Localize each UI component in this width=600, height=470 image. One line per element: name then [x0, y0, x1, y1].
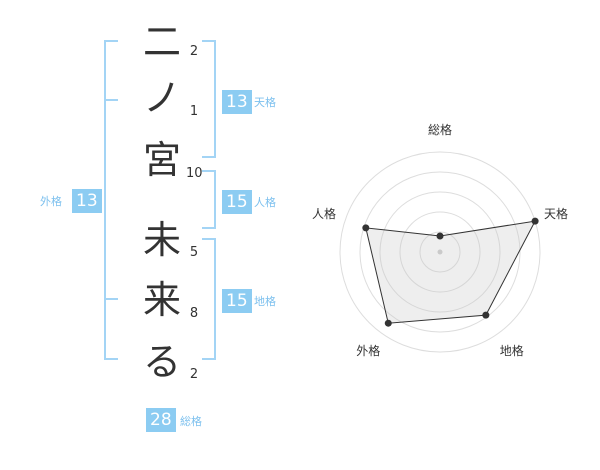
- radar-axis-label: 地格: [499, 343, 524, 358]
- jinkaku-value-badge: 15: [222, 190, 252, 214]
- radar-axis-label: 人格: [311, 207, 336, 222]
- radar-grid-ring: [379, 191, 501, 313]
- radar-axis-label: 天格: [544, 207, 569, 222]
- radar-axis-label: 総格: [427, 123, 452, 137]
- name-char: る: [142, 340, 181, 384]
- radar-grid-ring: [359, 171, 521, 333]
- chikaku-bracket: [202, 238, 216, 360]
- radar-series-area: [365, 220, 537, 324]
- chikaku-label: 地格: [254, 295, 276, 308]
- soukaku-label: 総格: [180, 415, 202, 428]
- stroke-count: 5: [189, 245, 199, 260]
- gaikaku-label: 外格: [40, 195, 62, 208]
- name-char: ノ: [142, 76, 181, 120]
- name-char: 宮: [142, 138, 181, 182]
- radar-point: [436, 232, 444, 240]
- gaikaku-value-badge: 13: [72, 189, 102, 213]
- name-char: 来: [142, 278, 181, 322]
- jinkaku-bracket: [202, 170, 216, 229]
- radar-axis-label: 外格: [356, 343, 381, 358]
- gaikaku-bracket: [104, 40, 118, 360]
- name-char: 未: [142, 218, 181, 262]
- jinkaku-label: 人格: [254, 196, 276, 209]
- radar-point: [482, 311, 490, 319]
- stroke-count: 8: [189, 306, 199, 321]
- name-char: 二: [142, 20, 181, 64]
- radar-grid-ring: [399, 211, 481, 293]
- chikaku-value-badge: 15: [222, 289, 252, 313]
- radar-point: [531, 217, 539, 225]
- bracket-tick: [104, 99, 118, 101]
- stroke-count: 1: [189, 104, 199, 119]
- tenkaku-label: 天格: [254, 96, 276, 109]
- stroke-count: 10: [186, 166, 203, 181]
- tenkaku-bracket: [202, 40, 216, 158]
- radar-grid-ring: [419, 231, 461, 273]
- tenkaku-value-badge: 13: [222, 90, 252, 114]
- bracket-tick: [104, 298, 118, 300]
- radar-point: [362, 224, 370, 232]
- radar-center: [437, 249, 443, 255]
- stroke-count: 2: [189, 44, 199, 59]
- stroke-count: 2: [189, 367, 199, 382]
- soukaku-value-badge: 28: [146, 408, 176, 432]
- radar-point: [384, 319, 392, 327]
- radar-grid-ring: [339, 151, 541, 353]
